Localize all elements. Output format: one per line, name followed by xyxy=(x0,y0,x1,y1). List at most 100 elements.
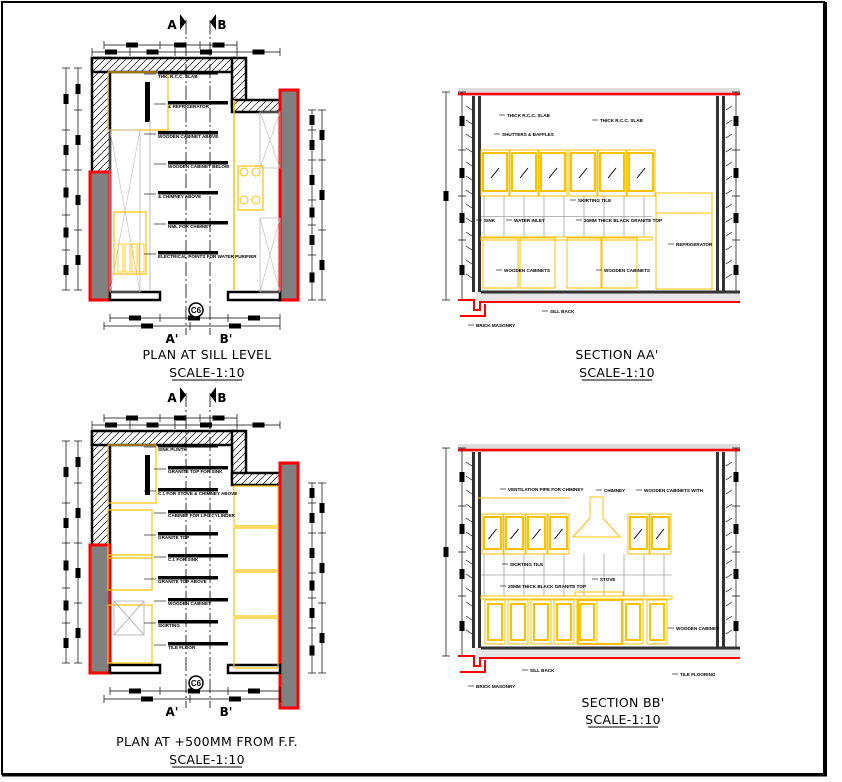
cabinet-cross xyxy=(113,600,145,636)
glass-mark xyxy=(519,167,529,179)
cabinet-door xyxy=(649,603,665,641)
hatch-line xyxy=(91,81,111,101)
upper-cabinet xyxy=(538,149,568,197)
hatch-line xyxy=(725,531,733,537)
hatch-line xyxy=(126,57,142,73)
cabinet-glass-door xyxy=(527,516,546,550)
hatch-line xyxy=(231,451,247,467)
sink-cabinet xyxy=(113,600,145,636)
dimension-value xyxy=(63,467,69,477)
hatch-line xyxy=(231,472,240,481)
section-mark-a-prime: A' xyxy=(166,705,179,719)
cabinet-outline xyxy=(259,111,281,169)
hatch-line xyxy=(465,231,473,237)
upper-cabinet xyxy=(597,149,627,197)
dimension-value xyxy=(75,628,81,638)
section-mark-b: B xyxy=(217,391,226,405)
lower-cabinet xyxy=(601,237,638,289)
cabinet-outline xyxy=(259,217,281,293)
dimension-value xyxy=(459,213,465,223)
dimension-value xyxy=(188,315,200,321)
sink-drainboard xyxy=(117,243,124,273)
lower-cabinet xyxy=(482,237,519,289)
cabinet-glass-door xyxy=(540,152,566,192)
hatch-line xyxy=(231,444,247,460)
dimension-value xyxy=(459,569,465,579)
dimension-value xyxy=(309,645,315,656)
hatch-line xyxy=(725,517,733,523)
exterior-wall-left xyxy=(88,543,112,675)
dimension-value xyxy=(174,415,186,421)
chimney-hood xyxy=(571,496,622,538)
dimension-value xyxy=(63,187,69,198)
annotation-label: BRICK MASONRY xyxy=(476,323,515,328)
cabinet-cross xyxy=(109,129,141,293)
floor-edge xyxy=(458,299,740,311)
hatch-line xyxy=(465,259,473,265)
detail-marker xyxy=(188,675,204,691)
hatch-line xyxy=(161,430,177,446)
dimension-value xyxy=(248,688,260,694)
hatch-line xyxy=(91,130,111,150)
dimension-value xyxy=(309,175,315,185)
hatch-line xyxy=(119,430,135,446)
hatch-line xyxy=(217,430,233,446)
section-mark-a-prime: A' xyxy=(166,332,179,346)
plan-500-title: PLAN AT +500MM FROM F.F. xyxy=(116,734,298,749)
section-mark-b-prime: B' xyxy=(220,705,233,719)
annotation-label: SHUTTERS & BAFFLES xyxy=(502,132,554,137)
annotation-label: ELECTRICAL POINTS FOR WATER PURIFIER xyxy=(158,254,257,259)
wall-line xyxy=(716,96,719,292)
dimension-value xyxy=(309,235,315,245)
cabinet-door xyxy=(510,603,526,641)
hatch-line xyxy=(231,85,247,101)
hatch-line xyxy=(91,88,111,108)
hatch-line xyxy=(231,57,240,66)
hatch-line xyxy=(725,629,733,635)
cabinet-glass-door xyxy=(570,152,596,192)
dimension-value xyxy=(309,488,315,498)
detail-marker-label: C6 xyxy=(191,679,202,688)
hatch-line xyxy=(465,489,473,495)
dimension-value xyxy=(309,513,315,523)
bottom-wall xyxy=(108,663,162,675)
cabinet-glass-door xyxy=(599,152,625,192)
hatch-line xyxy=(725,161,733,167)
hatch-line xyxy=(91,57,100,66)
hatch-line xyxy=(254,99,268,113)
hatch-line xyxy=(105,430,121,446)
dimension-value xyxy=(75,84,81,94)
label-bar xyxy=(158,620,218,624)
annotation-label: 20MM THICK BLACK GRANITE TOP xyxy=(584,218,662,223)
annotation-label: C.I. FOR STOVE & CHIMNEY ABOVE xyxy=(158,491,237,496)
burner xyxy=(251,195,261,205)
dimension-value xyxy=(459,524,465,534)
lower-cabinet xyxy=(530,599,552,645)
refrigerator xyxy=(655,192,713,290)
hatch-line xyxy=(147,430,163,446)
hatch-line xyxy=(231,430,247,446)
dimension-value xyxy=(63,560,69,571)
section-mark-b-prime: B' xyxy=(220,332,233,346)
dimension-value xyxy=(146,422,159,428)
burner xyxy=(251,167,261,177)
hatch-line xyxy=(112,57,128,73)
hatch-line xyxy=(189,57,205,73)
label-bar xyxy=(168,598,228,602)
section-aa-title: SECTION AA' xyxy=(575,347,658,362)
cabinet xyxy=(233,527,279,571)
annotation-label: SINK PLINTH xyxy=(158,447,188,452)
hatch-line xyxy=(465,615,473,621)
hatch-line xyxy=(91,74,111,94)
annotation-label: CABINET FOR LPG CYLINDER xyxy=(168,513,236,518)
cabinet-door xyxy=(625,603,641,641)
cabinet xyxy=(107,509,153,559)
section-bb-title: SECTION BB' xyxy=(582,695,665,710)
dimension-value xyxy=(309,140,315,150)
upper-cabinet xyxy=(481,513,504,555)
dimension-value xyxy=(733,621,739,631)
dimension-value xyxy=(212,42,225,48)
hatch-line xyxy=(233,99,247,113)
hatch-line xyxy=(98,430,114,446)
dimension-value xyxy=(75,508,81,518)
